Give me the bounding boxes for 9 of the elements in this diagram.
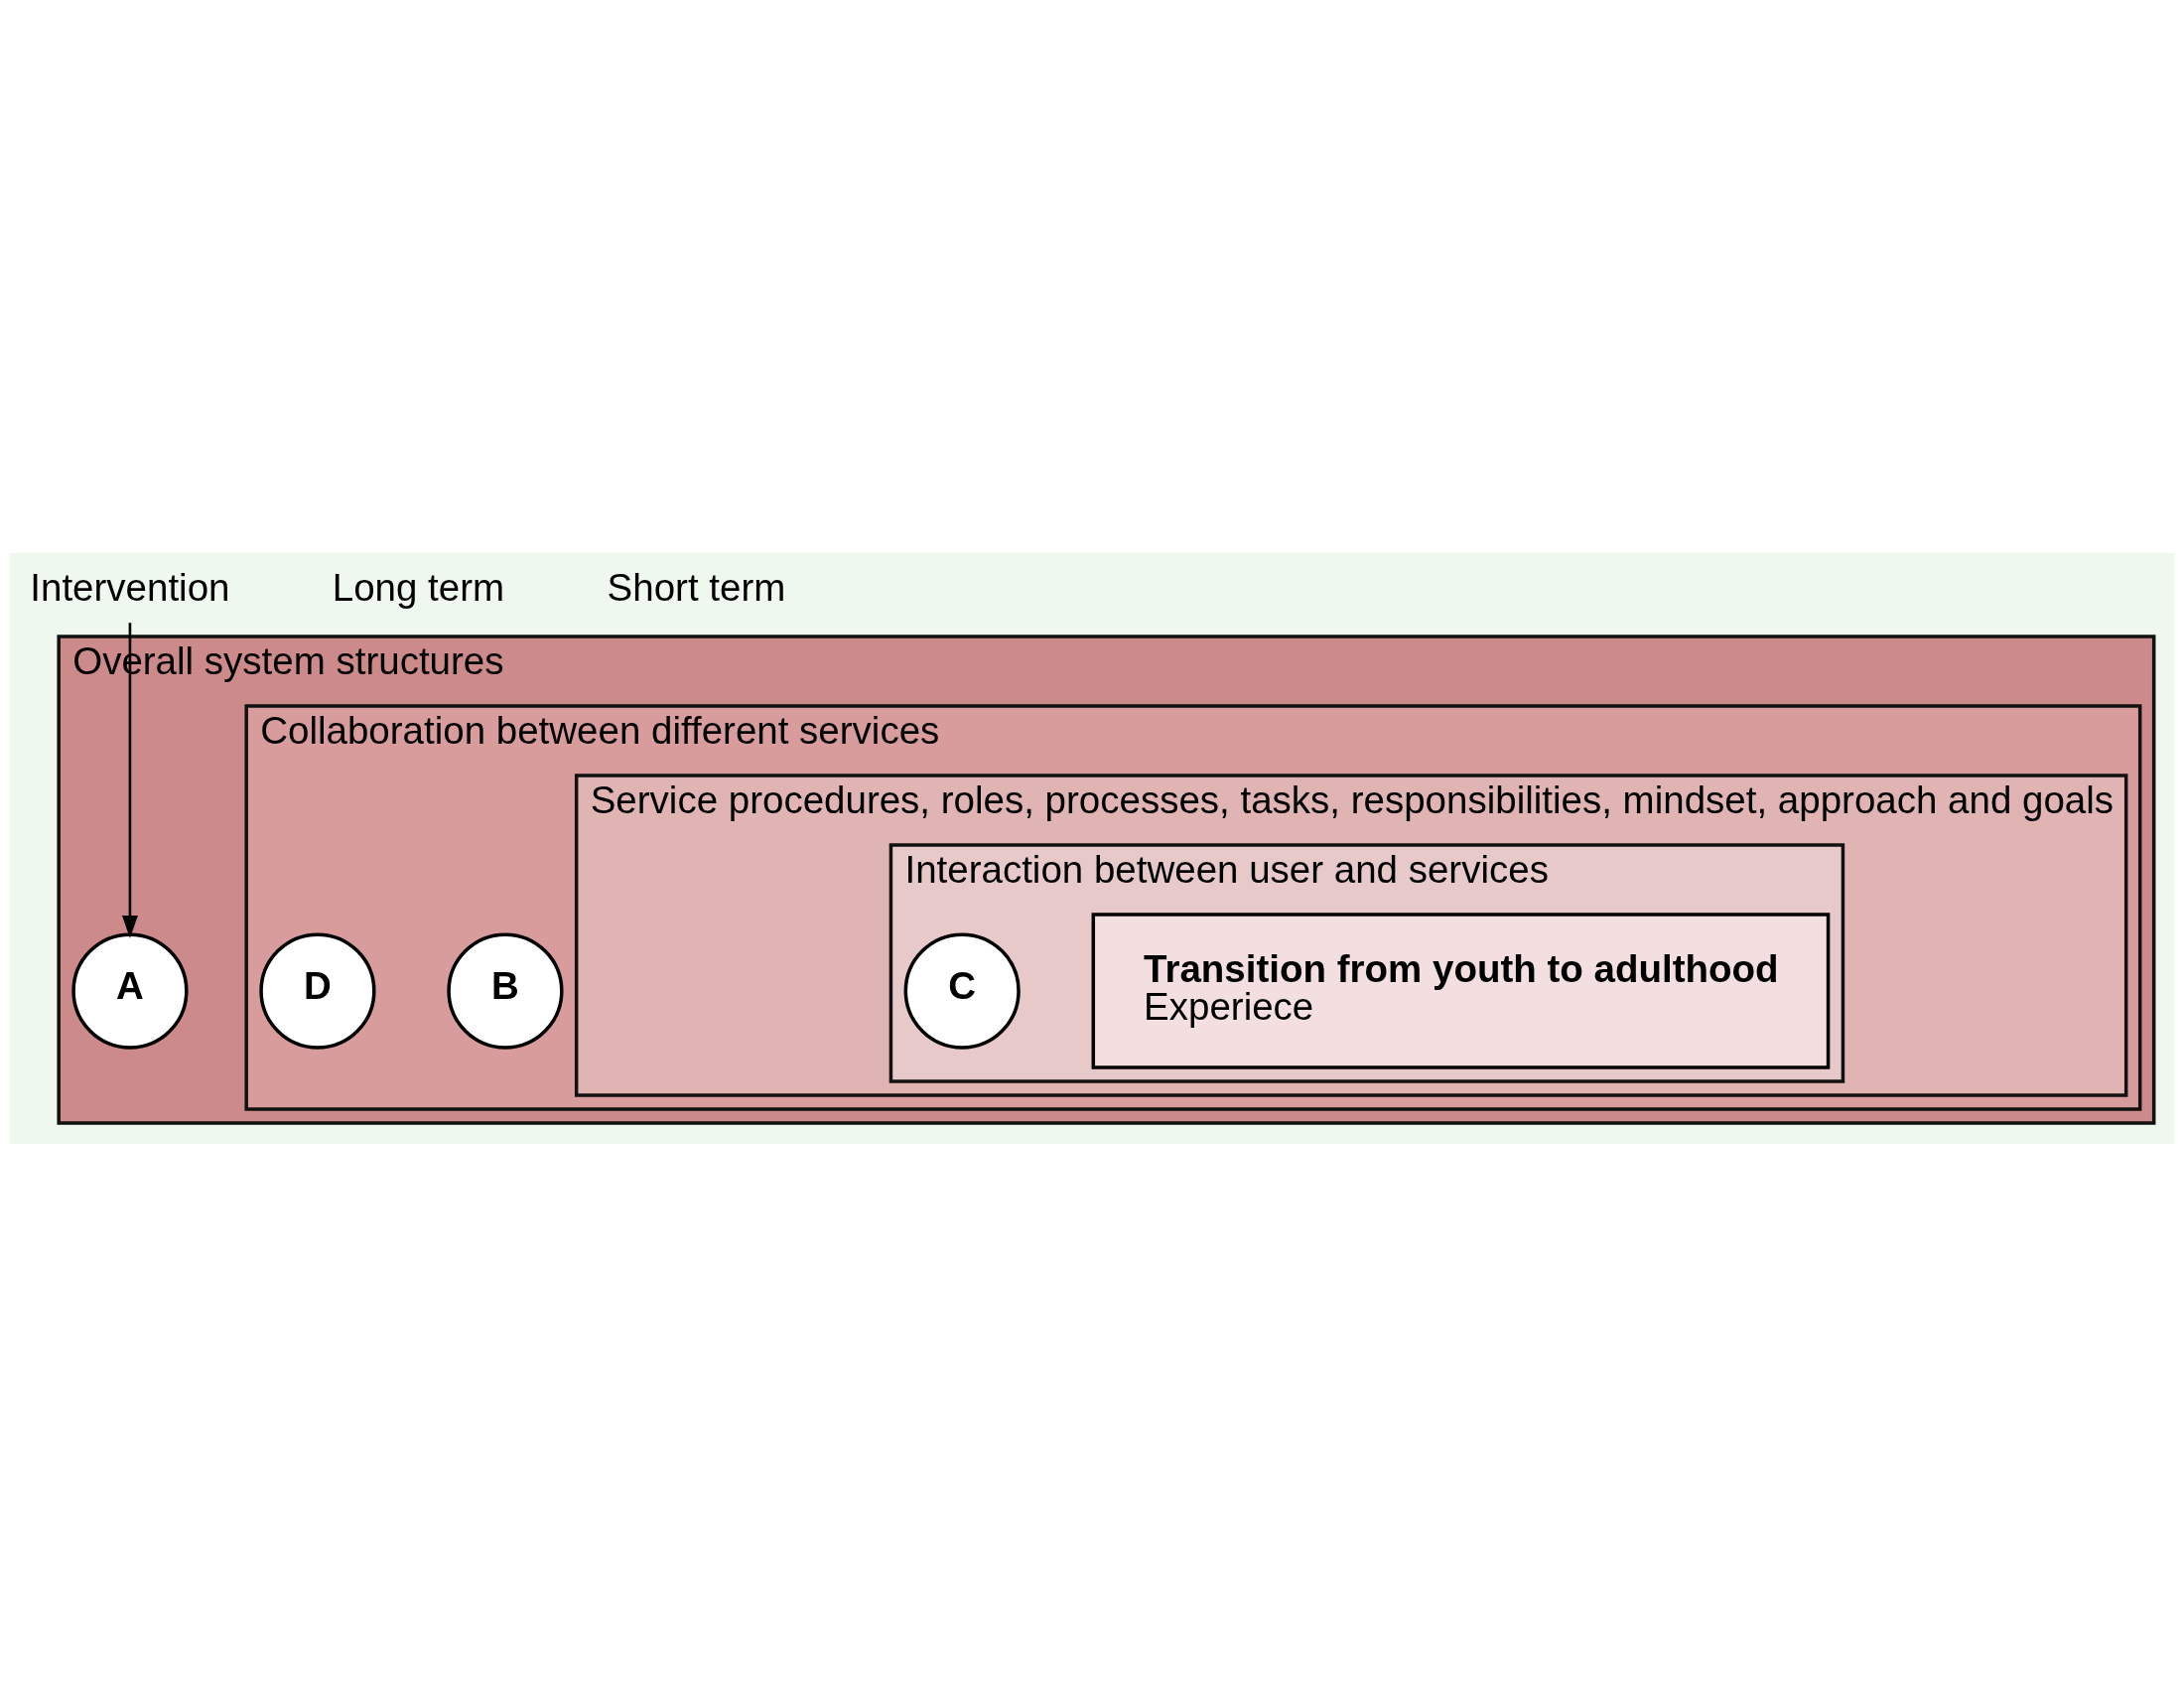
- label: Short term: [607, 566, 786, 610]
- label: Long term: [332, 566, 505, 610]
- node-circle: C: [903, 932, 1021, 1050]
- node-circle: D: [259, 932, 376, 1050]
- node-text: Intervention: [30, 566, 230, 610]
- arrow: [121, 623, 138, 938]
- node-circle: B: [447, 932, 564, 1050]
- node-box: Transition from youth to adulthood Experiece: [1091, 913, 1831, 1069]
- node-circle: A: [71, 932, 189, 1050]
